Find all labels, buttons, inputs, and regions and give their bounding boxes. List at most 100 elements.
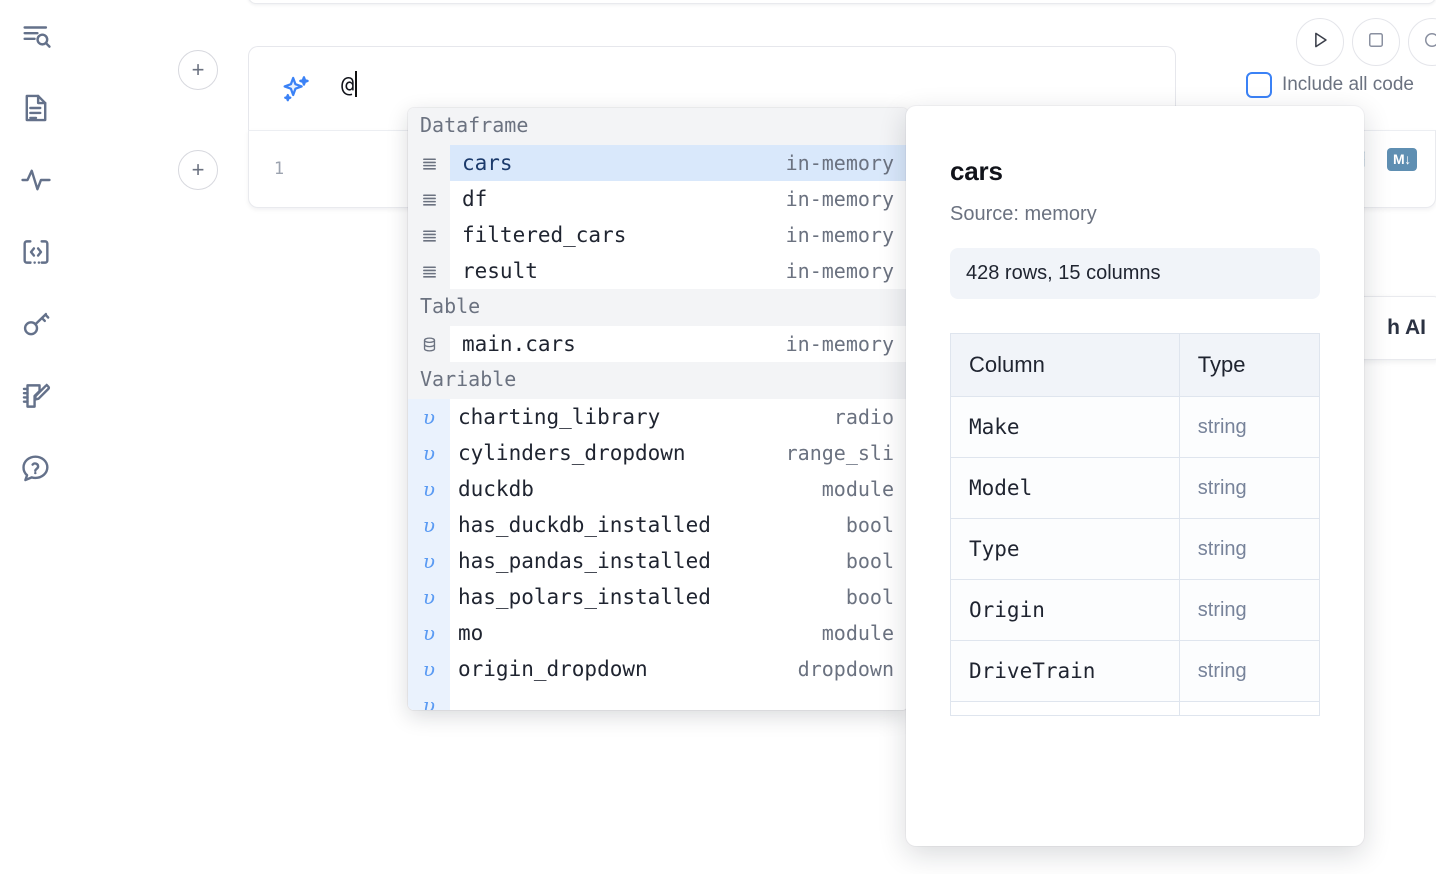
item-name: has_polars_installed [458, 585, 711, 609]
item-name: cars [462, 151, 513, 175]
autocomplete-item-has-polars-installed[interactable]: υ has_polars_installed bool [408, 579, 908, 615]
autocomplete-item-charting-library[interactable]: υ charting_library radio [408, 399, 908, 435]
schema-table: Column Type Make string Model string [950, 333, 1321, 716]
column-type: string [1178, 640, 1321, 702]
sidebar-rail [0, 0, 72, 874]
item-type: bool [845, 513, 894, 537]
variable-upsilon-icon: υ [408, 543, 450, 579]
include-all-code-label: Include all code [1281, 74, 1414, 95]
variable-upsilon-icon: υ [408, 399, 450, 435]
autocomplete-item-has-duckdb-installed[interactable]: υ has_duckdb_installed bool [408, 507, 908, 543]
sidebar-item-explore-search[interactable] [14, 14, 58, 58]
item-name: mo [458, 621, 484, 645]
variable-upsilon-icon: υ [408, 507, 450, 543]
table-row: DriveTrain string [950, 640, 1321, 702]
code-brackets-icon [19, 235, 53, 269]
run-button[interactable] [1296, 18, 1344, 66]
markdown-badge[interactable]: M↓ [1386, 147, 1417, 171]
sidebar-item-activity[interactable] [14, 158, 58, 202]
text-cursor [355, 71, 358, 97]
item-type: module [821, 477, 894, 501]
list-search-icon [19, 19, 53, 53]
column-name: Origin [950, 579, 1180, 641]
item-type: in-memory [785, 151, 894, 175]
type-header: Type [1178, 333, 1321, 397]
variable-upsilon-icon: υ [408, 615, 450, 651]
autocomplete-group-title: Table [408, 289, 908, 326]
autocomplete-item-result[interactable]: result in-memory [408, 253, 908, 289]
autocomplete-group-title: Dataframe [408, 108, 908, 145]
item-type: dropdown [797, 657, 894, 681]
item-name: has_duckdb_installed [458, 513, 711, 537]
autocomplete-item-main-cars[interactable]: main.cars in-memory [408, 326, 908, 362]
column-name: DriveTrain [950, 640, 1180, 702]
autocomplete-item-mo[interactable]: υ mo module [408, 615, 908, 651]
item-name: origin_dropdown [458, 657, 648, 681]
dataframe-lines-icon [408, 181, 450, 217]
autocomplete-item-origin-dropdown[interactable]: υ origin_dropdown dropdown [408, 651, 908, 687]
item-type: in-memory [785, 259, 894, 283]
sidebar-item-snippets[interactable] [14, 230, 58, 274]
autocomplete-item-duckdb[interactable]: υ duckdb module [408, 471, 908, 507]
item-type: bool [845, 585, 894, 609]
include-all-code-toggle[interactable]: Include all code [1245, 72, 1414, 98]
table-row: Make string [950, 396, 1321, 458]
item-name: filtered_cars [462, 223, 627, 247]
item-name: result [462, 259, 538, 283]
column-type: string [1178, 457, 1321, 519]
run-controls [1296, 18, 1436, 66]
variable-upsilon-icon: υ [408, 435, 450, 471]
item-type: in-memory [785, 187, 894, 211]
sidebar-item-scratchpad[interactable] [14, 374, 58, 418]
autocomplete-item-has-pandas-installed[interactable]: υ has_pandas_installed bool [408, 543, 908, 579]
document-icon [19, 91, 53, 125]
detail-source: Source: memory [950, 203, 1097, 225]
autocomplete-dropdown[interactable]: Dataframe cars in-memory df in-memory [408, 108, 908, 710]
sidebar-item-secrets[interactable] [14, 302, 58, 346]
variable-upsilon-icon: υ [408, 687, 450, 710]
autocomplete-item-df[interactable]: df in-memory [408, 181, 908, 217]
column-name: Model [950, 457, 1180, 519]
generate-with-ai-label: h AI [1387, 316, 1426, 339]
column-name-clipped [950, 701, 1180, 716]
sparkle-ai-icon [279, 73, 313, 107]
table-header-row: Column Type [950, 333, 1321, 397]
plus-icon: + [191, 157, 205, 182]
plus-icon: + [191, 57, 205, 82]
item-type: module [821, 621, 894, 645]
column-type: string [1178, 396, 1321, 458]
item-type: bool [845, 549, 894, 573]
stop-button[interactable] [1352, 18, 1400, 66]
dataframe-lines-icon [408, 253, 450, 289]
table-row: Model string [950, 457, 1321, 519]
notebook-canvas: Include all code + + @ 1 [72, 0, 1436, 874]
autocomplete-group-title: Variable [408, 362, 908, 399]
sidebar-item-help[interactable] [14, 446, 58, 490]
table-row: Type string [950, 518, 1321, 580]
autocomplete-item-cars[interactable]: cars in-memory [408, 145, 908, 181]
sidebar-item-notebook-file[interactable] [14, 86, 58, 130]
cell-above-partial [248, 0, 1436, 4]
include-all-code-checkbox[interactable] [1245, 72, 1272, 98]
autocomplete-item-cylinders-dropdown[interactable]: υ cylinders_dropdown range_sli [408, 435, 908, 471]
item-name: charting_library [458, 405, 661, 429]
add-cell-above-button[interactable]: + [178, 50, 218, 90]
ai-prompt-input[interactable]: @ [341, 71, 358, 98]
item-type: in-memory [785, 332, 894, 356]
line-number: 1 [273, 159, 285, 179]
dataframe-lines-icon [408, 217, 450, 253]
play-icon [1309, 29, 1331, 56]
autocomplete-item-filtered-cars[interactable]: filtered_cars in-memory [408, 217, 908, 253]
variable-upsilon-icon: υ [408, 471, 450, 507]
add-cell-below-button[interactable]: + [178, 150, 218, 190]
more-actions-button[interactable] [1408, 18, 1436, 66]
item-name: cylinders_dropdown [458, 441, 686, 465]
database-icon [408, 326, 450, 362]
item-name: has_pandas_installed [458, 549, 711, 573]
dataframe-lines-icon [408, 145, 450, 181]
item-name: duckdb [458, 477, 534, 501]
autocomplete-item-clipped[interactable]: υ [408, 687, 908, 710]
item-name: main.cars [462, 332, 576, 356]
column-name: Type [950, 518, 1180, 580]
item-type: radio [833, 405, 894, 429]
